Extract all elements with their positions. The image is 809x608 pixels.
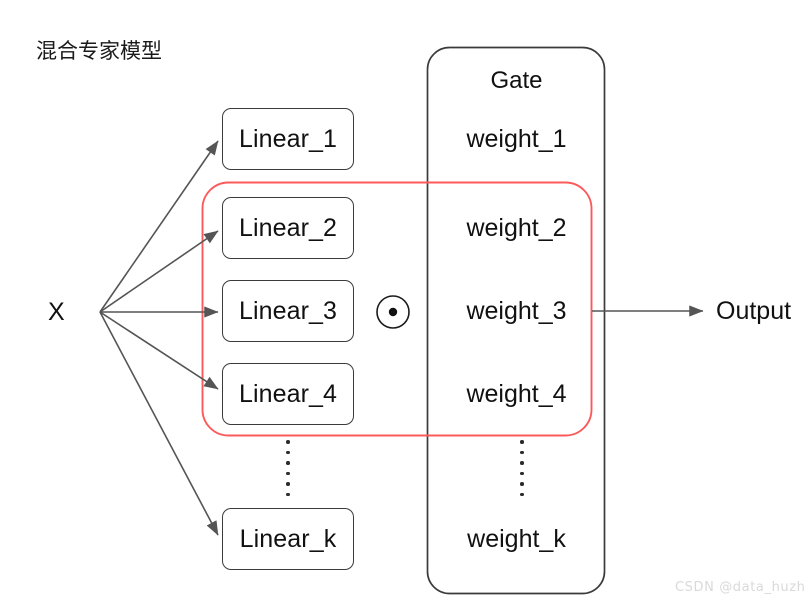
weight-label-1: weight_1 [466, 125, 567, 153]
expert-box-linear-3[interactable]: Linear_3 [222, 280, 354, 342]
expert-label: Linear_2 [238, 213, 338, 242]
arrow-x-to-linear-k [99, 311, 219, 536]
page-title: 混合专家模型 [36, 40, 162, 63]
weight-label-k: weight_k [467, 525, 566, 553]
expert-box-linear-4[interactable]: Linear_4 [222, 363, 354, 425]
experts-ellipsis-icon [286, 440, 290, 496]
expert-box-linear-k[interactable]: Linear_k [222, 508, 354, 570]
expert-box-linear-1[interactable]: Linear_1 [222, 108, 354, 170]
weight-label-2: weight_2 [466, 214, 567, 242]
expert-label: Linear_4 [238, 379, 338, 408]
expert-label: Linear_k [239, 524, 337, 553]
expert-label: Linear_3 [238, 296, 338, 325]
gate-container [426, 46, 606, 595]
output-label: Output [716, 297, 792, 325]
input-label-x: X [48, 298, 65, 326]
expert-box-linear-2[interactable]: Linear_2 [222, 197, 354, 259]
weight-label-4: weight_4 [466, 380, 567, 408]
topk-highlight-box [201, 181, 593, 437]
weights-ellipsis-icon [520, 440, 524, 496]
arrow-x-to-linear-4 [99, 311, 219, 390]
gate-title: Gate [490, 67, 543, 94]
watermark-text: CSDN @data_huzh [675, 580, 806, 595]
element-wise-product-icon [376, 295, 410, 329]
arrow-x-to-linear-2 [99, 230, 219, 313]
expert-label: Linear_1 [238, 124, 338, 153]
arrow-x-to-linear-1 [99, 140, 219, 313]
weight-label-3: weight_3 [466, 297, 567, 325]
